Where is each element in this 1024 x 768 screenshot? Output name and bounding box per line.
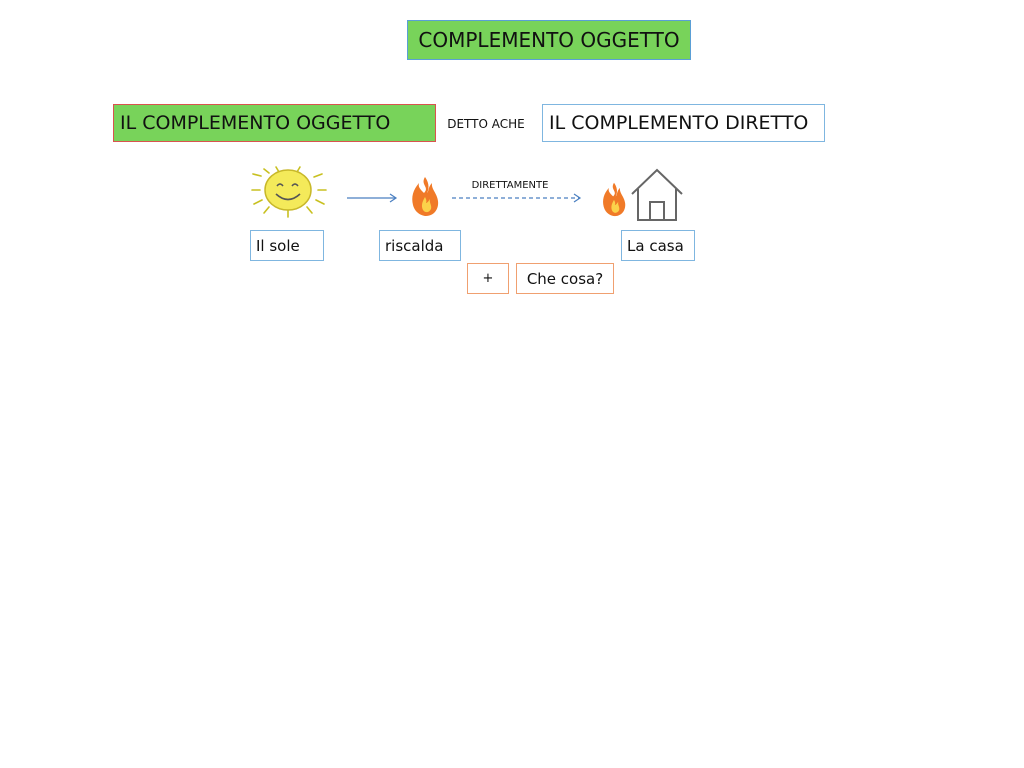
dashed-arrow-icon <box>451 192 583 204</box>
question-box: Che cosa? <box>516 263 614 294</box>
verb-box: riscalda <box>379 230 461 261</box>
connector-text: DETTO ACHE <box>447 117 525 131</box>
page-title: COMPLEMENTO OGGETTO <box>407 20 691 60</box>
sun-icon <box>250 164 328 218</box>
alias-label: IL COMPLEMENTO DIRETTO <box>542 104 825 142</box>
object-box: La casa <box>621 230 695 261</box>
subject-box: Il sole <box>250 230 324 261</box>
flame-icon <box>601 181 627 217</box>
flame-icon <box>410 175 440 217</box>
house-icon <box>630 168 684 222</box>
arrow-label: DIRETTAMENTE <box>471 179 549 191</box>
plus-box: + <box>467 263 509 294</box>
term-label: IL COMPLEMENTO OGGETTO <box>113 104 436 142</box>
arrow-icon <box>346 192 398 204</box>
